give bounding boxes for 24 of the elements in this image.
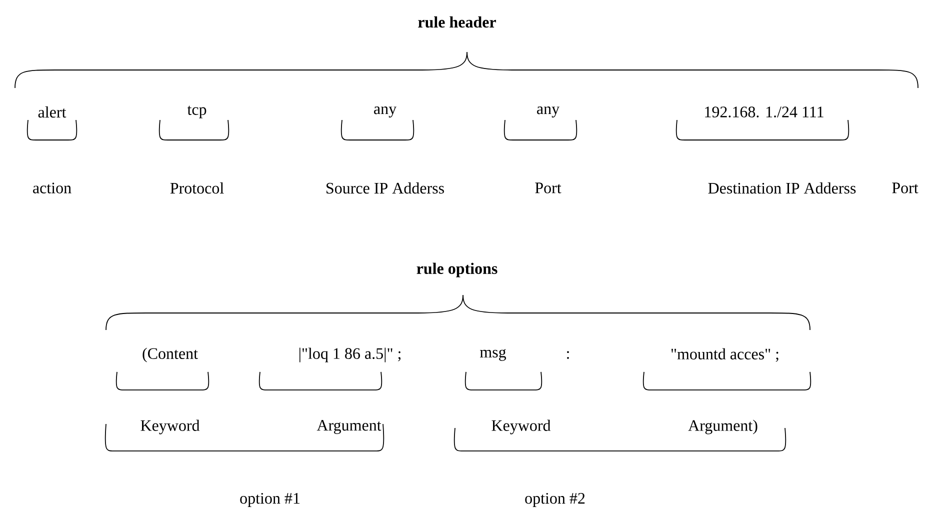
label-text: Argument) bbox=[688, 420, 758, 434]
label-text: Destination IP Adderss bbox=[708, 182, 856, 194]
label-text: (Content bbox=[142, 348, 198, 362]
label-text: Source IP Adderss bbox=[326, 182, 444, 194]
label-text: Port bbox=[892, 182, 918, 194]
label-text: option #2 bbox=[525, 493, 585, 507]
label-text: |"loq 1 86 a.5|" ; bbox=[299, 348, 400, 362]
label-text: 192.168. 1./24 111 bbox=[705, 106, 824, 118]
label-text: Port bbox=[535, 182, 562, 194]
label-text: option #1 bbox=[240, 493, 300, 507]
label-text: alert bbox=[38, 106, 66, 118]
label-text: Argument bbox=[316, 420, 382, 434]
label-text: Keyword bbox=[492, 420, 551, 434]
label-text: Keyword bbox=[140, 420, 200, 434]
heading: rule header bbox=[418, 16, 496, 28]
label-text: any bbox=[374, 106, 396, 118]
label-text: Protocol bbox=[170, 182, 224, 194]
label-text: : bbox=[567, 351, 569, 359]
label-text: any bbox=[537, 106, 560, 118]
label-text: msg bbox=[480, 349, 506, 361]
label-text: action bbox=[33, 182, 72, 194]
label-text: tcp bbox=[187, 106, 206, 118]
heading: rule options bbox=[416, 262, 498, 278]
label-text: "mountd acces" ; bbox=[671, 348, 778, 362]
